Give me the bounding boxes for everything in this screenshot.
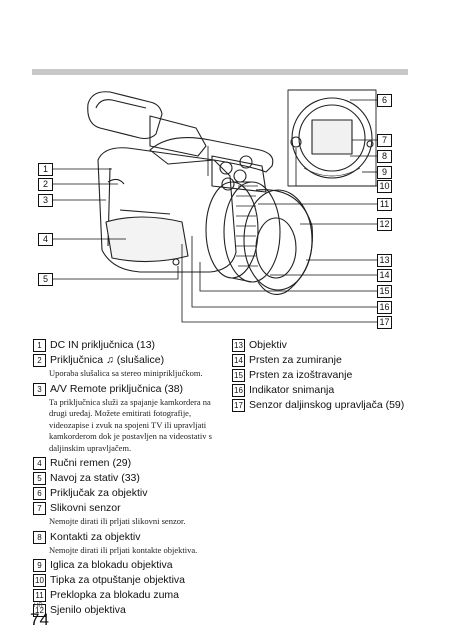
legend-number: 14 [232, 354, 245, 367]
legend-item-6: 6 Priključak za objektiv [33, 486, 228, 500]
legend-label: Iglica za blokadu objektiva [50, 559, 173, 571]
legend-note: Uporaba slušalica sa stereo miniprikljuć… [49, 368, 203, 378]
callout-2: 2 [38, 178, 53, 191]
page-number: 74 [30, 610, 49, 629]
legend-item-17: 17 Senzor daljinskog upravljača (59) [232, 398, 422, 412]
language-tag: HR [34, 603, 43, 609]
callout-9: 9 [377, 166, 392, 179]
legend-label: Prsten za zumiranje [249, 354, 342, 366]
legend-number: 17 [232, 399, 245, 412]
legend-item-1: 1 DC IN priključnica (13) [33, 338, 228, 352]
legend-number: 12 [33, 604, 46, 617]
legend-item-10: 10 Tipka za otpuštanje objektiva [33, 573, 228, 587]
legend-item-8: 8 Kontakti za objektiv [33, 530, 228, 544]
legend-label: Kontakti za objektiv [50, 530, 141, 543]
legend-number: 13 [232, 339, 245, 352]
legend-number: 10 [33, 574, 46, 587]
top-handle [149, 137, 274, 173]
callout-7: 7 [377, 134, 392, 147]
legend-item-2: 2 Priključnica ♫ (slušalice) [33, 353, 228, 367]
legend-number: 9 [33, 559, 46, 572]
legend-label: Tipka za otpuštanje objektiva [50, 574, 186, 586]
callout-8: 8 [377, 150, 392, 163]
callout-3: 3 [38, 194, 53, 207]
legend-note: Nemojte dirati ili prljati slikovni senz… [49, 516, 186, 526]
legend-item-13: 13 Objektiv [232, 338, 422, 352]
legend-label: Navoj za stativ (33) [50, 472, 140, 484]
callout-1: 1 [38, 163, 53, 176]
legend-label: Prsten za izoštravanje [249, 369, 353, 381]
legend-number: 11 [33, 589, 46, 602]
callout-5: 5 [38, 273, 53, 286]
legend-number: 7 [33, 502, 46, 515]
legend-item-4: 4 Ručni remen (29) [33, 456, 228, 470]
legend-right: 13 Objektiv 14 Prsten za zumiranje 15 Prste… [232, 338, 422, 413]
legend-item-11: 11 Preklopka za blokadu zuma [33, 588, 228, 602]
callout-15: 15 [377, 285, 392, 298]
camcorder-diagram [52, 89, 377, 323]
legend-item-9: 9 Iglica za blokadu objektiva [33, 558, 228, 572]
legend-number: 8 [33, 530, 46, 544]
callout-14: 14 [377, 269, 392, 282]
legend-label: Ručni remen (29) [50, 457, 132, 469]
legend-label: Sjenilo objektiva [50, 604, 126, 616]
legend-note: Nemojte dirati ili prljati kontakte obje… [49, 544, 198, 555]
callout-13: 13 [377, 254, 392, 267]
legend-label: Objektiv [249, 339, 287, 351]
legend-item-12: 12 Sjenilo objektiva [33, 603, 228, 617]
legend-item-7: 7 Slikovni senzor [33, 501, 228, 515]
legend-label: Priključak za objektiv [50, 487, 148, 499]
legend-number: 2 [33, 354, 46, 367]
legend-label: Indikator snimanja [249, 384, 335, 396]
legend-number: 6 [33, 487, 46, 500]
callout-6: 6 [377, 94, 392, 107]
viewfinder [87, 91, 163, 140]
callout-16: 16 [377, 301, 392, 314]
header-rule [32, 69, 408, 75]
legend-number: 15 [232, 369, 245, 382]
legend-label: Senzor daljinskog upravljača (59) [249, 399, 405, 411]
legend-number: 3 [33, 382, 46, 396]
camera-body [97, 147, 237, 273]
legend-label: A/V Remote priključnica (38) [50, 382, 184, 395]
legend-number: 16 [232, 384, 245, 397]
hand-strap [105, 216, 189, 263]
legend-item-16: 16 Indikator snimanja [232, 383, 422, 397]
callout-10: 10 [377, 180, 392, 193]
legend-item-3: 3 A/V Remote priključnica (38) [33, 382, 228, 396]
callout-4: 4 [38, 233, 53, 246]
legend-note: Ta priključnica služi za spajanje kamkor… [49, 396, 212, 453]
legend-number: 4 [33, 457, 46, 470]
legend-left: 1 DC IN priključnica (13) 2 Priključnica ♫… [33, 338, 228, 618]
legend-item-15: 15 Prsten za izoštravanje [232, 368, 422, 382]
callout-17: 17 [377, 316, 392, 329]
legend-label: Slikovni senzor [50, 502, 121, 514]
legend-number: 5 [33, 472, 46, 485]
legend-label: DC IN priključnica (13) [50, 339, 156, 351]
legend-label: Priključnica ♫ (slušalice) [50, 354, 165, 366]
legend-number: 1 [33, 339, 46, 352]
callout-11: 11 [377, 198, 392, 211]
legend-item-5: 5 Navoj za stativ (33) [33, 471, 228, 485]
legend-item-14: 14 Prsten za zumiranje [232, 353, 422, 367]
callout-12: 12 [377, 218, 392, 231]
lens-hood [255, 189, 314, 295]
legend-label: Preklopka za blokadu zuma [50, 589, 179, 601]
